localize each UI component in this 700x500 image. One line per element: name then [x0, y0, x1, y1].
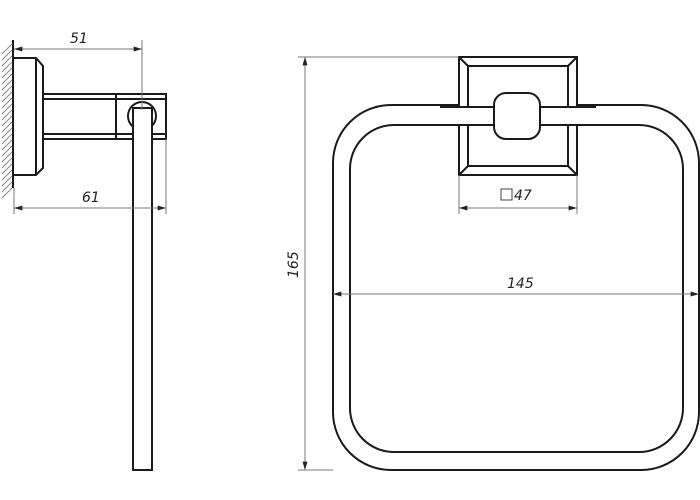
hatch-line [1, 187, 13, 199]
hatch-line [1, 115, 13, 127]
hatch-line [1, 181, 13, 193]
wall-flange [14, 57, 44, 176]
hatch-line [1, 175, 13, 187]
hatch-line [1, 133, 13, 145]
hatch-line [1, 169, 13, 181]
hatch-line [1, 67, 13, 79]
hatch-line [1, 109, 13, 121]
dim-label-165: 165 [286, 251, 302, 278]
hatch-line [1, 55, 13, 67]
wall-hatching [1, 40, 14, 199]
hatch-line [1, 43, 13, 55]
hatch-line [1, 97, 13, 109]
hatch-line [1, 49, 13, 61]
hatch-line [1, 151, 13, 163]
hatch-line [1, 85, 13, 97]
square-symbol [500, 188, 513, 201]
side-view: 51 61 [1, 31, 167, 471]
hatch-line [1, 163, 13, 175]
dim-label-47: 47 [514, 188, 532, 204]
hatch-line [1, 79, 13, 91]
dim-label-51: 51 [70, 31, 88, 47]
wall-plate [440, 56, 596, 176]
hatch-line [1, 91, 13, 103]
hatch-line [1, 127, 13, 139]
hatch-line [1, 157, 13, 169]
front-view: 47 145 165 [286, 56, 700, 471]
hatch-line [1, 145, 13, 157]
hatch-line [1, 73, 13, 85]
hatch-line [1, 121, 13, 133]
ring-bar-side [132, 107, 153, 471]
dim-label-61: 61 [82, 190, 100, 206]
hatch-line [1, 103, 13, 115]
dim-label-145: 145 [507, 276, 534, 292]
hatch-line [1, 61, 13, 73]
hatch-line [1, 139, 13, 151]
center-knob [493, 92, 541, 140]
